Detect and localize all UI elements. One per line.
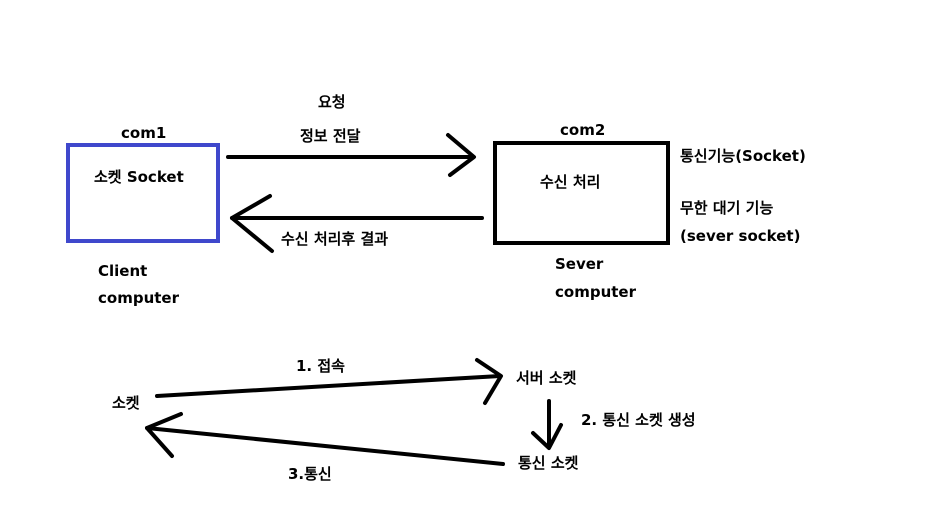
server-box-label: 수신 처리: [540, 173, 601, 191]
response-label: 수신 처리후 결과: [281, 230, 389, 248]
client-box-label: 소켓 Socket: [94, 168, 184, 186]
step1-label: 1. 접속: [296, 357, 345, 375]
client-name: com1: [121, 124, 167, 142]
communicate-arrow: [145, 412, 505, 466]
step2-label: 2. 통신 소켓 생성: [581, 411, 696, 429]
server-caption-line2: computer: [555, 283, 636, 301]
feature-wait: 무한 대기 기능: [680, 199, 774, 217]
server-socket-label: 서버 소켓: [516, 369, 577, 387]
server-caption-line1: Sever: [555, 255, 604, 273]
request-arrow: [226, 133, 476, 177]
feature-comm: 통신기능(Socket): [680, 147, 806, 165]
comm-socket-label: 통신 소켓: [518, 454, 579, 472]
client-caption-line1: Client: [98, 262, 148, 280]
request-label: 요청: [318, 93, 346, 111]
server-name: com2: [560, 121, 606, 139]
request-info-label: 정보 전달: [300, 127, 361, 145]
server-box: 수신 처리: [493, 141, 670, 245]
connect-arrow: [155, 358, 503, 405]
feature-wait-sub: (sever socket): [680, 227, 801, 245]
client-caption-line2: computer: [98, 289, 179, 307]
response-arrow: [230, 194, 484, 253]
step3-label: 3.통신: [288, 465, 332, 483]
client-socket-label: 소켓: [112, 394, 140, 412]
create-socket-arrow: [531, 399, 563, 450]
client-box: 소켓 Socket: [66, 143, 220, 243]
